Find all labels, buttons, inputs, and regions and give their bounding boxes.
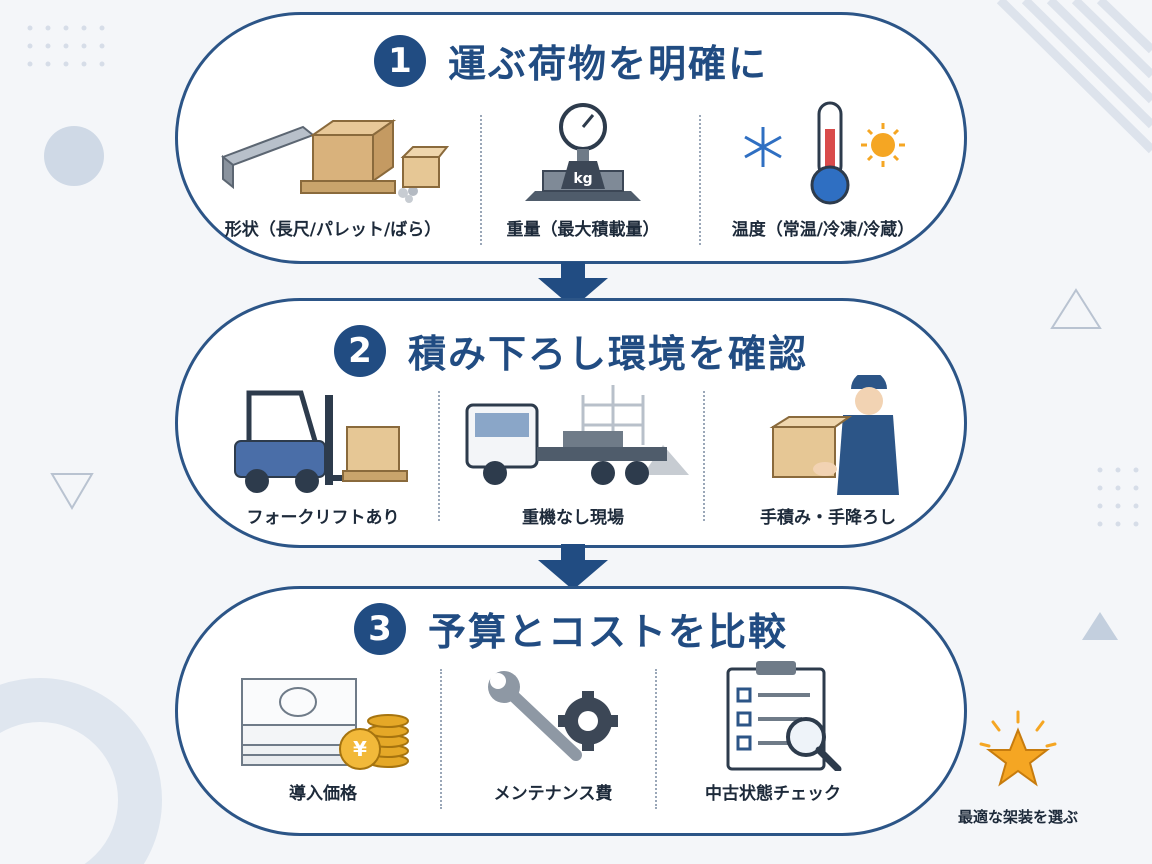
separator xyxy=(699,115,701,245)
down-arrow-icon xyxy=(538,262,608,308)
step2-item-manual-label: 手積み・手降ろし xyxy=(760,508,896,528)
step-header-3: 3 予算とコストを比較 xyxy=(178,601,964,656)
separator xyxy=(655,669,657,809)
step-header-2: 2 積み下ろし環境を確認 xyxy=(178,323,964,378)
cargo-shapes-icon xyxy=(221,119,450,203)
wrench-gear-icon xyxy=(488,671,618,761)
step2-item-forklift: フォークリフトあり xyxy=(208,385,438,528)
step3-item-maintenance: メンテナンス費 xyxy=(453,669,653,804)
checklist-icon xyxy=(726,661,842,771)
step3-item-price: ¥ 導入価格 xyxy=(208,669,438,804)
step-card-1: 1 運ぶ荷物を明確に 形状（長尺/パレット/ばら） kg 重量（最大積載量） xyxy=(175,12,967,264)
star-icon xyxy=(979,710,1057,787)
step1-item-temperature: 温度（常温/冷凍/冷蔵） xyxy=(718,99,928,240)
forklift-icon xyxy=(234,390,408,493)
money-icon: ¥ xyxy=(241,678,409,770)
worker-icon xyxy=(769,375,899,495)
result-label: 最適な架装を選ぶ xyxy=(957,808,1078,826)
step-number-1: 1 xyxy=(373,34,426,87)
step-title-1: 運ぶ荷物を明確に xyxy=(447,42,768,86)
temperature-icon xyxy=(744,101,905,205)
step-card-2: 2 積み下ろし環境を確認 フォークリフトあり 重機なし xyxy=(175,298,967,548)
step1-item-shape-label: 形状（長尺/パレット/ばら） xyxy=(224,220,442,240)
step-title-2: 積み下ろし環境を確認 xyxy=(407,332,808,376)
separator xyxy=(480,115,482,245)
separator xyxy=(438,391,440,521)
truck-icon xyxy=(465,385,689,485)
step1-item-shape: 形状（長尺/パレット/ばら） xyxy=(208,107,458,240)
down-arrow-icon xyxy=(538,544,608,590)
step1-item-weight-label: 重量（最大積載量） xyxy=(506,220,660,240)
step-card-3: 3 予算とコストを比較 ¥ 導入価格 xyxy=(175,586,967,836)
step2-item-manual: 手積み・手降ろし xyxy=(723,375,933,528)
step3-item-maintenance-label: メンテナンス費 xyxy=(493,784,613,804)
step2-item-truck: 重機なし現場 xyxy=(453,385,693,528)
svg-text:kg: kg xyxy=(573,171,592,187)
step3-item-used-check-label: 中古状態チェック xyxy=(705,784,841,804)
result-badge: 最適な架装を選ぶ xyxy=(928,708,1108,827)
step3-item-used-check: 中古状態チェック xyxy=(668,659,878,804)
step1-item-temperature-label: 温度（常温/冷凍/冷蔵） xyxy=(731,220,915,240)
step3-item-price-label: 導入価格 xyxy=(289,784,357,804)
separator xyxy=(440,669,442,809)
step1-item-weight: kg 重量（最大積載量） xyxy=(493,101,673,240)
step-number-3: 3 xyxy=(353,602,406,655)
step2-item-forklift-label: フォークリフトあり xyxy=(246,508,400,528)
step-header-1: 1 運ぶ荷物を明確に xyxy=(178,33,964,88)
weight-scale-icon: kg xyxy=(525,103,641,201)
step-title-3: 予算とコストを比較 xyxy=(427,610,788,654)
step-number-2: 2 xyxy=(333,324,386,377)
svg-text:¥: ¥ xyxy=(353,737,367,761)
step2-item-truck-label: 重機なし現場 xyxy=(522,508,624,528)
separator xyxy=(703,391,705,521)
